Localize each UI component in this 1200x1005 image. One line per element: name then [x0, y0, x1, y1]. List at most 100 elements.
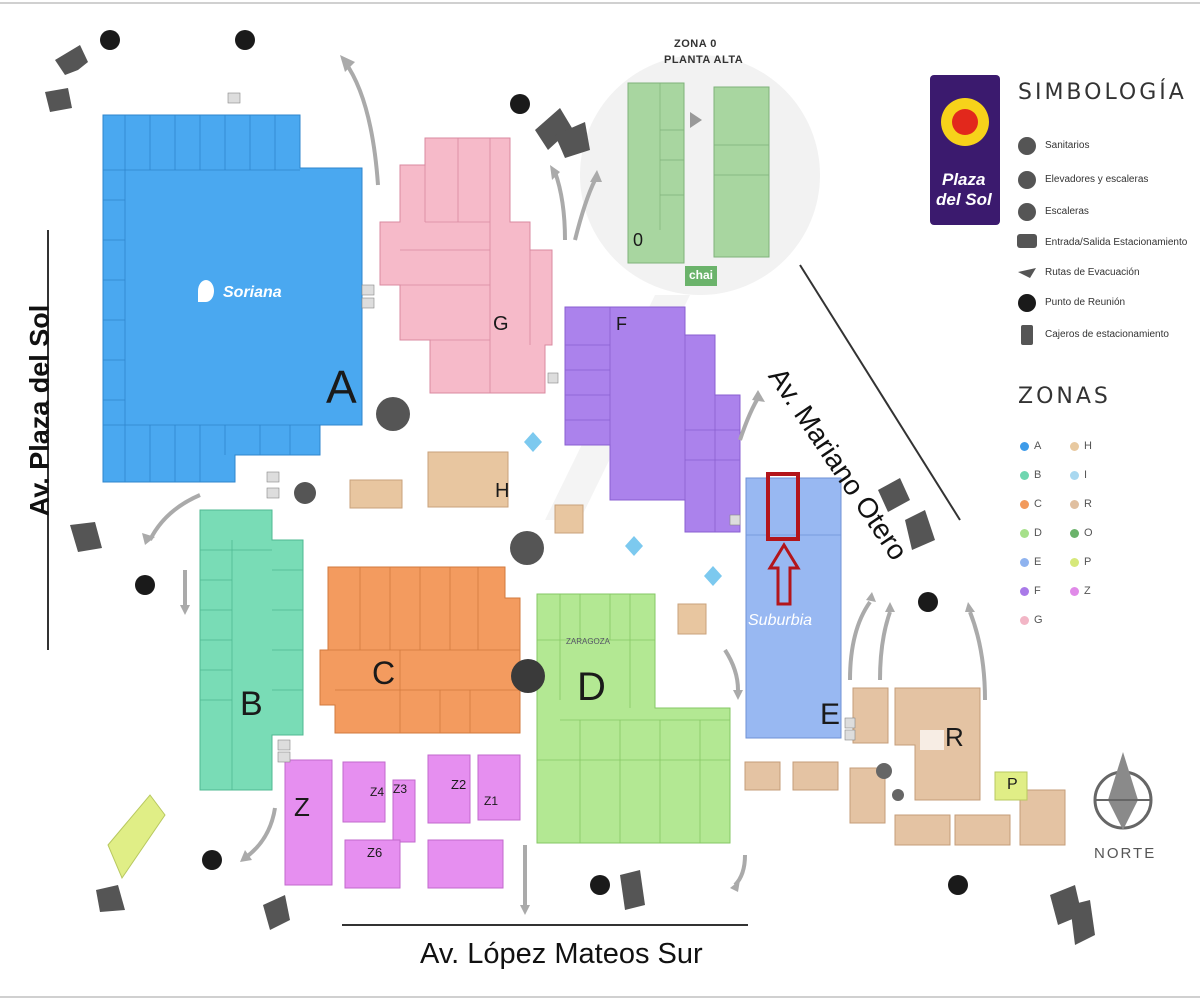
- highlight-box: [766, 472, 800, 541]
- zone-legend-label-a: A: [1034, 440, 1042, 452]
- chai-sign: [685, 266, 717, 286]
- zone-o-title: ZONA 0: [674, 38, 717, 50]
- zone-r-label: R: [945, 722, 964, 752]
- logo-line2: del Sol: [936, 190, 992, 209]
- zone-legend-dot-d: [1020, 529, 1029, 538]
- legend-title: SIMBOLOGÍA: [1018, 80, 1187, 105]
- zone-legend-label-g: G: [1034, 614, 1043, 626]
- legend-icons: [1017, 137, 1037, 345]
- zone-legend-dot-p: [1070, 558, 1079, 567]
- zone-e[interactable]: [745, 477, 842, 739]
- zone-h-label: H: [495, 480, 510, 502]
- zone-legend-label-c: C: [1034, 498, 1042, 510]
- meeting-point-markers: [100, 30, 968, 895]
- legend-item-meeting-point: Punto de Reunión: [1045, 297, 1126, 308]
- zone-f[interactable]: [564, 306, 741, 533]
- escalator-icon: [511, 659, 545, 693]
- zone-o-circle: [580, 55, 820, 295]
- soriana-logo-icon: [198, 280, 214, 302]
- zone-legend-dot-z: [1070, 587, 1079, 596]
- evacuation-arrowheads: [142, 55, 975, 915]
- zone-h-small-3[interactable]: [677, 603, 707, 635]
- zone-r-small-3[interactable]: [894, 814, 951, 846]
- street-west-label: Av. Plaza del Sol: [24, 304, 55, 517]
- zone-c-label: C: [372, 655, 396, 691]
- evacuation-routes: [148, 60, 987, 905]
- legend-item-escalators: Escaleras: [1045, 206, 1089, 217]
- zone-legend-dot-f: [1020, 587, 1029, 596]
- zones-legend-title: ZONAS: [1018, 384, 1111, 409]
- zone-f-label: F: [616, 314, 627, 334]
- zone-f-stores: [565, 307, 740, 532]
- small-service-icons: [227, 92, 856, 763]
- zone-legend-dot-a: [1020, 442, 1029, 451]
- zone-z-bottom[interactable]: [427, 839, 504, 889]
- zone-z6-label: Z6: [367, 845, 383, 860]
- zone-o-right[interactable]: [713, 86, 770, 258]
- zone-legend-label-e: E: [1034, 556, 1042, 568]
- zone-z4[interactable]: [342, 761, 386, 823]
- zone-h-small-2[interactable]: [554, 504, 584, 534]
- zone-r-small-6[interactable]: [744, 761, 781, 791]
- zone-d[interactable]: [536, 593, 731, 844]
- legend-item-parking-entry: Entrada/Salida Estacionamiento: [1045, 237, 1188, 248]
- zone-o-left[interactable]: [627, 82, 685, 264]
- zone-legend-label-p: P: [1084, 556, 1092, 568]
- zone-legend-label-d: D: [1034, 527, 1042, 539]
- zone-legend-dot-c: [1020, 500, 1029, 509]
- zone-g[interactable]: [379, 137, 553, 394]
- legend-item-evacuation: Rutas de Evacuación: [1045, 267, 1140, 278]
- zone-z6[interactable]: [344, 839, 401, 889]
- entry-exit-markers: [45, 45, 1095, 945]
- soriana-label: Soriana: [223, 284, 282, 301]
- zone-legend-dot-g: [1020, 616, 1029, 625]
- zone-z3[interactable]: [392, 779, 416, 843]
- zone-r-small-1[interactable]: [852, 687, 889, 744]
- zone-z4-label: Z4: [370, 785, 385, 799]
- legend-item-elevators: Elevadores y escaleras: [1045, 174, 1149, 185]
- legend-item-parking-atm: Cajeros de estacionamiento: [1045, 329, 1169, 340]
- zone-legend-dot-i: [1070, 471, 1079, 480]
- zone-legend-label-b: B: [1034, 469, 1042, 481]
- zone-legend-dot-e: [1020, 558, 1029, 567]
- chai-label: chai: [689, 268, 714, 282]
- zone-legend-label-z: Z: [1084, 585, 1091, 597]
- zaragoza-label: ZARAGOZA: [566, 637, 611, 646]
- zone-d-stores: [537, 594, 730, 843]
- zone-e-label: E: [820, 698, 841, 731]
- zone-g-stores: [400, 138, 531, 393]
- zone-z[interactable]: [284, 759, 333, 886]
- zone-o-label: 0: [633, 230, 644, 250]
- zone-z1[interactable]: [477, 754, 521, 821]
- zone-z2[interactable]: [427, 754, 471, 824]
- zone-a-stores: [103, 115, 320, 482]
- zone-o-stores: [659, 83, 769, 230]
- zone-o-subtitle: PLANTA ALTA: [664, 54, 744, 66]
- zone-r-logo: [920, 730, 944, 750]
- zone-g-label: G: [493, 313, 509, 335]
- zone-p[interactable]: [994, 771, 1028, 801]
- zone-b-stores: [200, 540, 303, 790]
- zone-h-small[interactable]: [349, 479, 403, 509]
- zone-legend-label-i: I: [1084, 469, 1088, 481]
- zone-z1-label: Z1: [484, 794, 499, 808]
- suburbia-label: Suburbia: [748, 612, 813, 629]
- zone-legend-dot-r: [1070, 500, 1079, 509]
- zone-z-label: Z: [294, 792, 310, 822]
- zone-z2-label: Z2: [451, 777, 467, 792]
- zone-d-label: D: [577, 665, 606, 709]
- zone-o-arrow: [690, 112, 702, 128]
- logo-line1: Plaza: [942, 170, 986, 189]
- zone-h[interactable]: [427, 451, 509, 508]
- street-south-label: Av. López Mateos Sur: [420, 938, 703, 970]
- zone-legend-dot-b: [1020, 471, 1029, 480]
- parking-box: [107, 794, 166, 880]
- legend-item-restroom: Sanitarios: [1045, 140, 1090, 151]
- zone-legend-label-r: R: [1084, 498, 1092, 510]
- zone-r-small-4[interactable]: [954, 814, 1011, 846]
- fountain-icons: [294, 397, 904, 801]
- zone-p-label: P: [1007, 776, 1018, 793]
- east-street-line: [799, 264, 961, 521]
- zone-r-small-7[interactable]: [792, 761, 839, 791]
